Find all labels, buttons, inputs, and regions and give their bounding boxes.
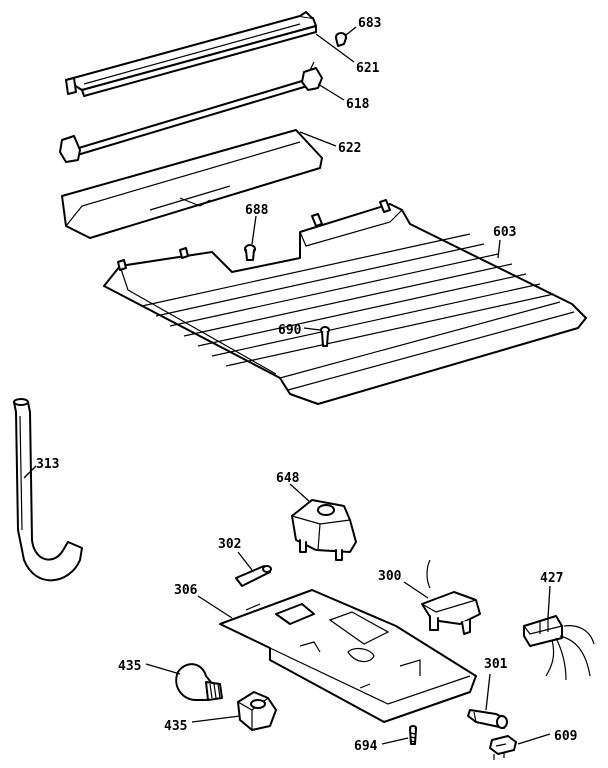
label-618: 618 — [346, 97, 370, 112]
part-648-timer — [291, 499, 357, 561]
label-622: 622 — [338, 141, 361, 156]
label-609: 609 — [554, 729, 577, 744]
part-694-screw — [409, 725, 417, 745]
label-688: 688 — [245, 203, 269, 218]
label-694: 694 — [354, 739, 378, 754]
part-683-screw — [335, 32, 347, 47]
part-300-thermostat — [421, 559, 481, 635]
label-435-upper: 435 — [118, 659, 141, 674]
part-622-tray — [61, 129, 323, 239]
part-306-housing — [219, 589, 477, 723]
part-688-screw — [244, 244, 256, 261]
part-302-pin — [235, 565, 272, 587]
label-690: 690 — [278, 323, 302, 338]
part-621-rail — [65, 11, 317, 97]
label-427: 427 — [540, 571, 563, 586]
part-435-socket — [237, 691, 277, 731]
part-618-rod — [59, 61, 323, 163]
label-306: 306 — [174, 583, 198, 598]
part-690-screw — [320, 326, 330, 347]
label-435-lower: 435 — [164, 719, 187, 734]
part-427-terminal — [523, 615, 595, 681]
part-603-shelf — [103, 199, 587, 405]
part-435-bulb — [175, 663, 223, 701]
label-300: 300 — [378, 569, 402, 584]
label-621: 621 — [356, 61, 380, 76]
label-301: 301 — [484, 657, 508, 672]
part-313-tube — [13, 398, 83, 582]
part-301-switch — [467, 709, 508, 729]
part-609-connector — [489, 735, 517, 760]
label-302: 302 — [218, 537, 241, 552]
label-313: 313 — [36, 457, 59, 472]
leader-lines — [23, 26, 551, 745]
label-648: 648 — [276, 471, 300, 486]
label-603: 603 — [493, 225, 516, 240]
label-683: 683 — [358, 16, 381, 31]
